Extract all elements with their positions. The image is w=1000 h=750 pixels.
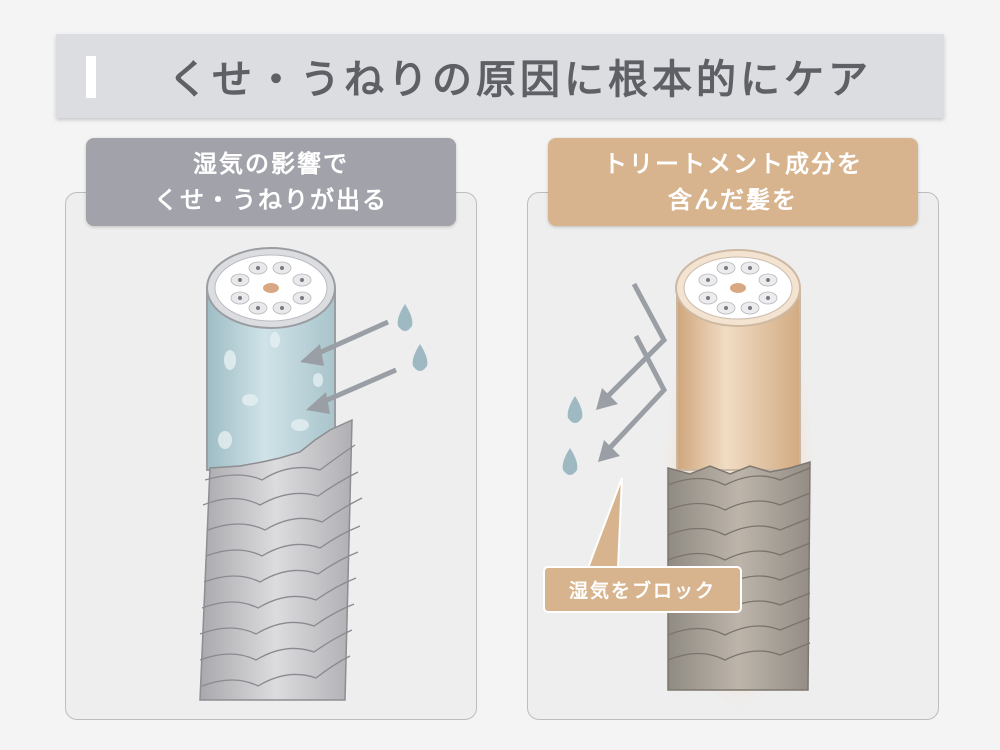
title-accent-mark xyxy=(86,56,96,98)
left-heading-line1: 湿気の影響で xyxy=(193,149,349,178)
callout-label: 湿気をブロック xyxy=(543,566,742,613)
right-arrowhead-icon xyxy=(596,388,620,462)
callout-pointer xyxy=(586,477,623,569)
right-hair-strand-icon xyxy=(664,249,814,710)
right-arrow-icon xyxy=(602,282,668,454)
right-heading-line1: トリートメント成分を xyxy=(603,149,863,178)
left-hair-strand-icon xyxy=(199,247,363,701)
left-water-drop-icon xyxy=(397,304,428,371)
left-arrow-icon xyxy=(300,319,397,414)
title-bar: くせ・うねりの原因に根本的にケア xyxy=(56,34,944,118)
right-water-drop-icon xyxy=(562,396,583,475)
left-heading-line2: くせ・うねりが出る xyxy=(154,185,388,214)
left-heading: 湿気の影響で くせ・うねりが出る xyxy=(86,138,456,226)
right-heading: トリートメント成分を 含んだ髪を xyxy=(548,138,918,226)
page-title: くせ・うねりの原因に根本的にケア xyxy=(168,56,872,103)
right-heading-line2: 含んだ髪を xyxy=(668,185,798,214)
